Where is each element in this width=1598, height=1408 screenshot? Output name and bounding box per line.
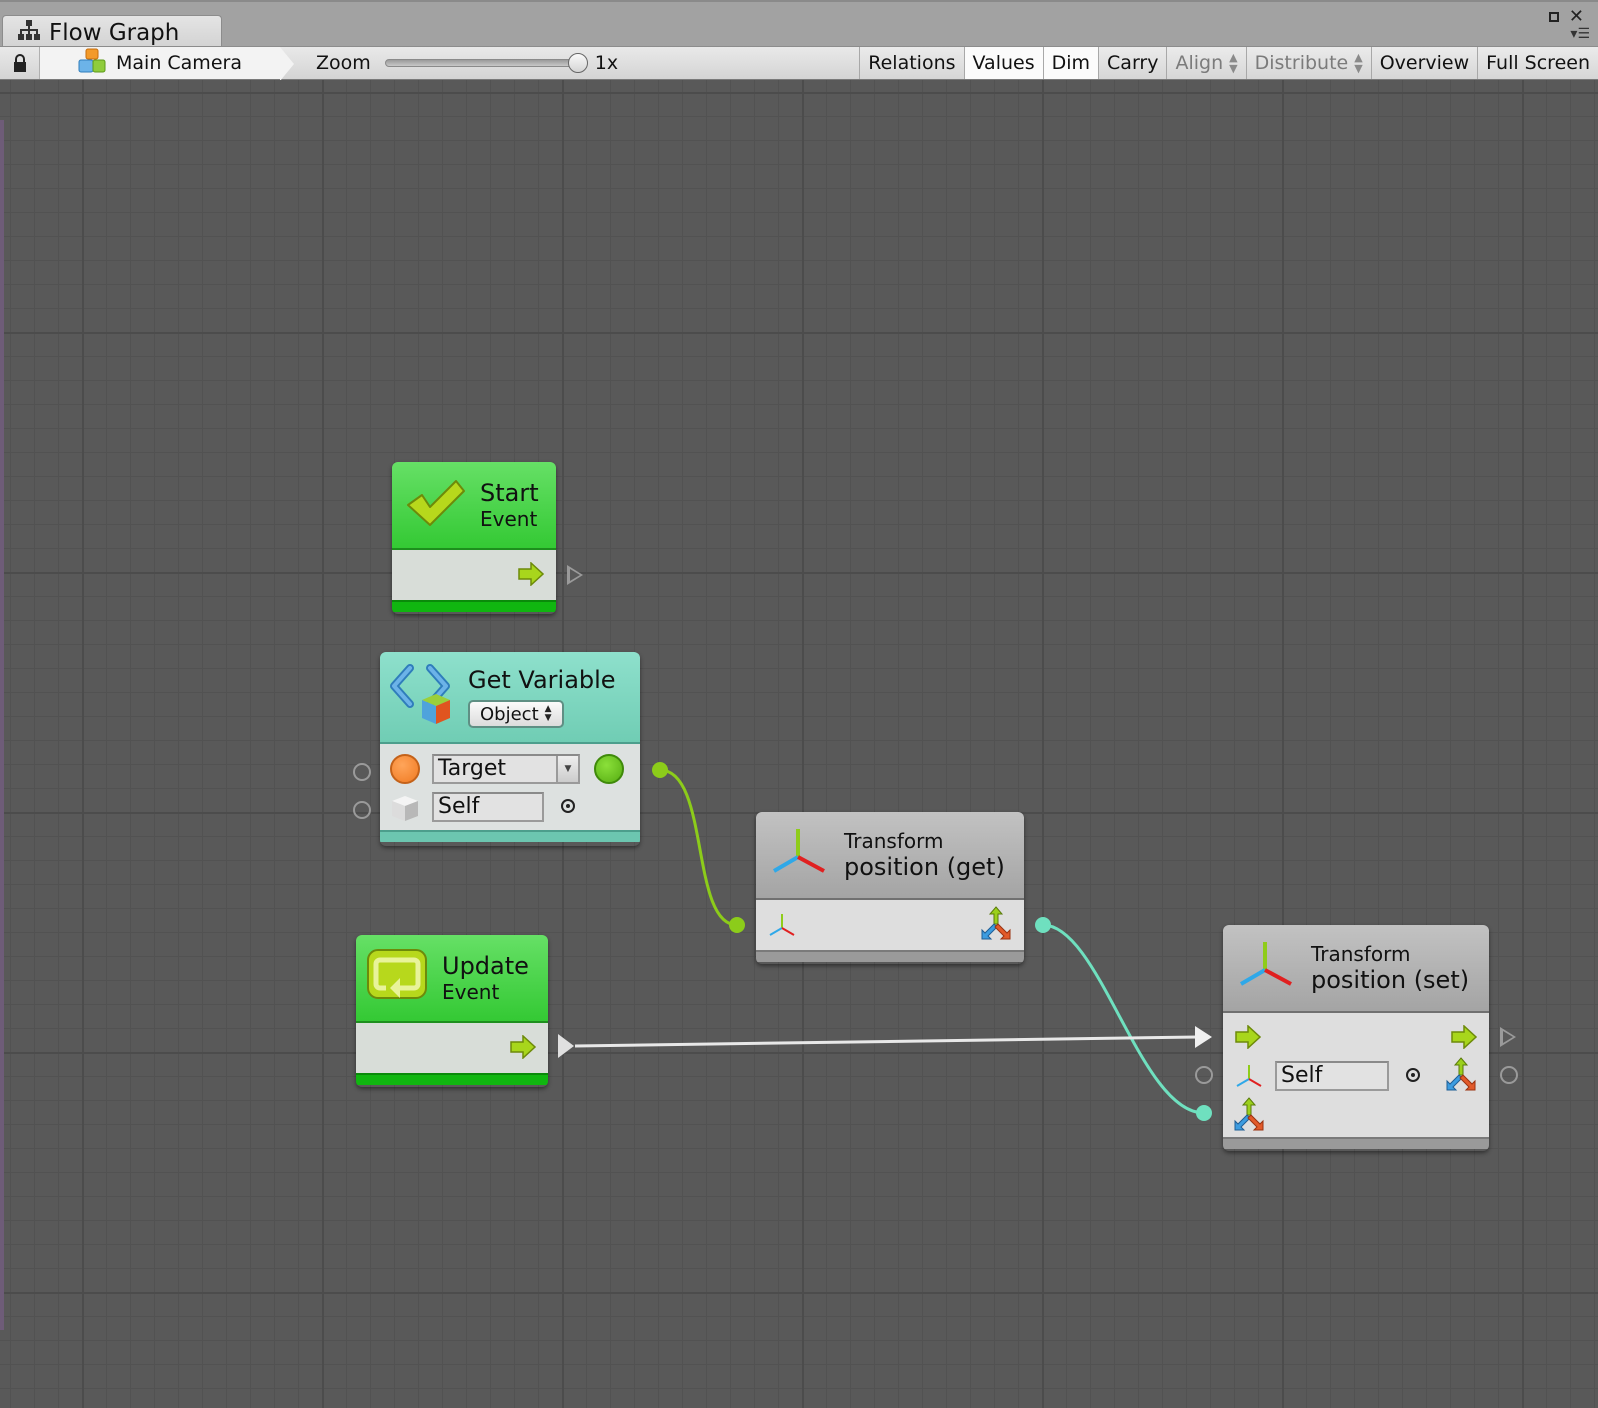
transform-input-icon (768, 912, 796, 942)
zoom-slider[interactable] (384, 53, 588, 73)
lock-icon[interactable] (0, 47, 40, 79)
transform-set-value-output-port[interactable] (1500, 1066, 1518, 1084)
zoom-label: Zoom (316, 52, 371, 74)
updown-icon: ▲▼ (544, 704, 552, 724)
white-cube-icon (390, 794, 420, 826)
control-output-arrow-icon[interactable] (1451, 1024, 1478, 1053)
distribute-label: Distribute (1254, 52, 1349, 74)
transform-target-field[interactable]: Self (1275, 1061, 1389, 1091)
node-title: Update (442, 951, 529, 980)
orange-circle-icon (390, 754, 420, 784)
carry-label: Carry (1107, 52, 1159, 74)
zoom-slider-thumb[interactable] (567, 53, 588, 73)
loop-arrow-icon (366, 948, 428, 1008)
node-footer (392, 600, 556, 612)
control-output-arrow-icon[interactable] (510, 1034, 537, 1063)
variable-name-value: Target (438, 756, 507, 781)
transform-input-icon (1235, 1063, 1263, 1093)
dim-button[interactable]: Dim (1042, 47, 1099, 79)
values-button[interactable]: Values (963, 47, 1043, 79)
node-subtitle: position (set) (1311, 965, 1470, 994)
zoom-value: 1x (594, 52, 619, 74)
tab-title: Flow Graph (49, 19, 180, 46)
relations-button[interactable]: Relations (859, 47, 964, 79)
gameobject-cube-icon (78, 48, 106, 79)
node-footer (380, 830, 640, 842)
toolbar: Main Camera Zoom 1x Relations Values Dim… (0, 46, 1598, 81)
variable-brackets-icon (390, 664, 454, 730)
node-footer (1223, 1137, 1489, 1149)
variable-kind-dropdown[interactable]: Object▲▼ (468, 700, 564, 729)
node-title: Start (480, 478, 539, 507)
window-menu-icon[interactable]: ▾☰ (1570, 26, 1590, 42)
object-picker-icon[interactable] (1405, 1067, 1421, 1087)
control-input-arrow-icon[interactable] (1235, 1024, 1262, 1053)
dim-label: Dim (1051, 52, 1091, 74)
transform-axes-icon (770, 827, 826, 883)
dropdown-arrow-icon[interactable]: ▼ (556, 756, 578, 782)
align-dropdown[interactable]: Align▲▼ (1166, 47, 1246, 79)
variable-name-dropdown[interactable]: Target ▼ (432, 754, 580, 784)
update-event-node[interactable]: Update Event (356, 935, 548, 1087)
tab-bar: Flow Graph ✕ ▾☰ (0, 0, 1598, 49)
transform-position-set-node[interactable]: Transform position (set) Self (1223, 925, 1489, 1151)
carry-button[interactable]: Carry (1098, 47, 1167, 79)
breadcrumb-label: Main Camera (116, 52, 242, 74)
target-object-value: Self (438, 794, 480, 819)
target-input-port[interactable] (353, 801, 371, 819)
graph-canvas[interactable] (0, 80, 1598, 1408)
vector3-input-icon (1233, 1097, 1265, 1135)
transform-axes-icon (1237, 940, 1293, 996)
transform-set-control-output-port[interactable] (1500, 1027, 1516, 1047)
full-screen-label: Full Screen (1486, 52, 1590, 74)
node-subtitle: Event (442, 980, 500, 1005)
start-event-output-port[interactable] (567, 565, 583, 585)
updown-icon: ▲▼ (1229, 51, 1238, 75)
node-footer (756, 950, 1024, 962)
node-subtitle: Event (480, 507, 538, 532)
left-edge-strip (0, 120, 4, 1330)
updown-icon: ▲▼ (1354, 51, 1363, 75)
vector3-output-icon (980, 906, 1012, 944)
transform-position-get-node[interactable]: Transform position (get) (756, 812, 1024, 964)
node-title: Get Variable (468, 665, 616, 694)
start-event-node[interactable]: Start Event (392, 462, 556, 614)
node-subtitle: position (get) (844, 852, 1005, 881)
relations-label: Relations (868, 52, 956, 74)
object-picker-icon[interactable] (560, 798, 576, 818)
full-screen-button[interactable]: Full Screen (1477, 47, 1598, 79)
maximize-icon[interactable] (1548, 6, 1559, 27)
transform-target-input-port[interactable] (1195, 1066, 1213, 1084)
get-variable-node[interactable]: Get Variable Object▲▼ Target ▼ Self (380, 652, 640, 846)
control-output-arrow-icon[interactable] (518, 561, 545, 590)
overview-label: Overview (1379, 52, 1470, 74)
node-title: Transform (844, 828, 944, 853)
vector3-output-icon (1445, 1057, 1477, 1095)
close-icon[interactable]: ✕ (1568, 6, 1584, 27)
variable-kind-label: Object (480, 703, 539, 725)
overview-button[interactable]: Overview (1370, 47, 1478, 79)
align-label: Align (1175, 52, 1224, 74)
distribute-dropdown[interactable]: Distribute▲▼ (1245, 47, 1371, 79)
node-title: Transform (1311, 941, 1411, 966)
tab-flow-graph[interactable]: Flow Graph (2, 15, 222, 49)
node-footer (356, 1073, 548, 1085)
target-object-field[interactable]: Self (432, 792, 544, 822)
transform-target-value: Self (1281, 1063, 1323, 1088)
hierarchy-icon (17, 19, 41, 47)
values-label: Values (972, 52, 1035, 74)
checkmark-icon (404, 477, 466, 533)
breadcrumb-main-camera[interactable]: Main Camera (40, 47, 294, 81)
green-value-output-icon (594, 754, 624, 784)
variable-name-input-port[interactable] (353, 763, 371, 781)
